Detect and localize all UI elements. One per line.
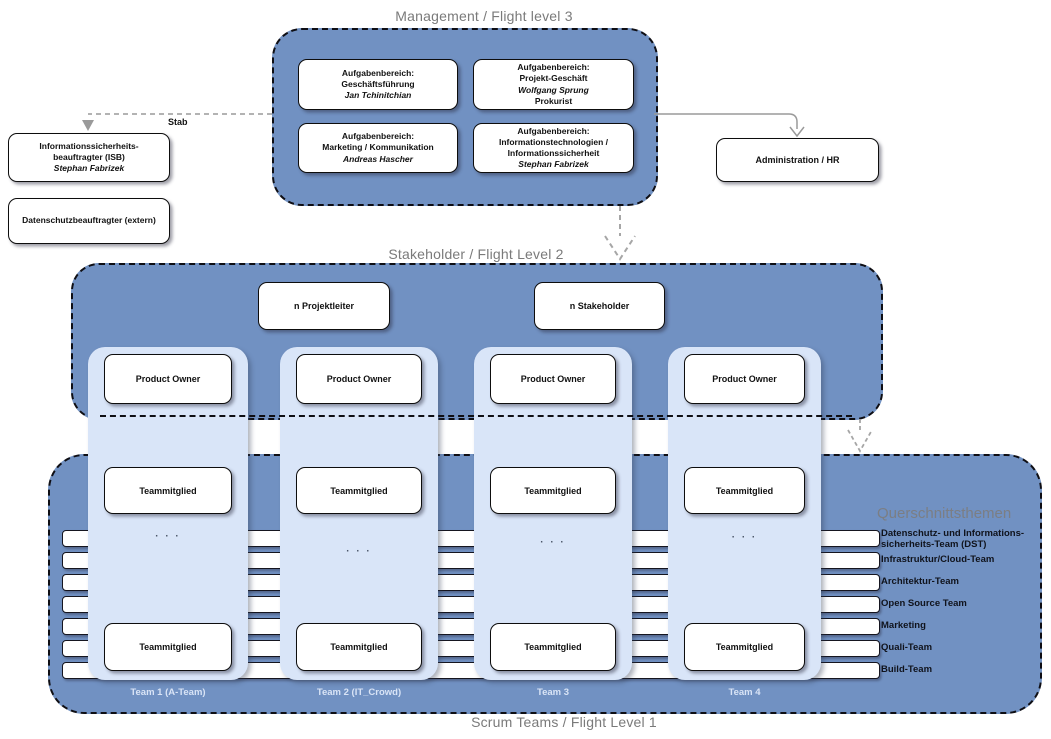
stakeholder-bottom-border	[100, 415, 852, 417]
teammitglied-box: Teammitglied	[296, 623, 422, 671]
cross-team-label-infrastruktur: Infrastruktur/Cloud-Team	[881, 554, 995, 565]
cross-team-label-dst: Datenschutz- und Informations- sicherhei…	[881, 528, 1025, 550]
teammitglied-box: Teammitglied	[684, 623, 805, 671]
management-card-projekt: Aufgabenbereich: Projekt-Geschäft Wolfga…	[473, 59, 634, 110]
isb-box: Informationssicherheits- beauftragter (I…	[8, 133, 170, 182]
admin-arrowhead-icon	[789, 126, 805, 138]
product-owner-label: Product Owner	[520, 374, 586, 384]
teammitglied-box: Teammitglied	[104, 467, 232, 514]
product-owner-box: Product Owner	[684, 354, 805, 404]
administration-hr-label: Administration / HR	[755, 155, 840, 165]
management-card-marketing: Aufgabenbereich: Marketing / Kommunikati…	[298, 123, 458, 173]
management-card-it: Aufgabenbereich: Informationstechnologie…	[473, 123, 634, 173]
administration-hr-box: Administration / HR	[716, 138, 879, 182]
team-column-3: Product Owner Teammitglied · · · Teammit…	[474, 347, 632, 680]
card-role: Aufgabenbereich: Projekt-Geschäft	[517, 62, 590, 84]
card-person: Andreas Hascher	[343, 153, 413, 164]
more-members-dots: · · ·	[731, 532, 758, 543]
teammitglied-label: Teammitglied	[524, 485, 582, 496]
projektleiter-label: n Projektleiter	[293, 301, 355, 311]
card-role: Aufgabenbereich: Informationstechnologie…	[498, 125, 609, 158]
teammitglied-box: Teammitglied	[104, 623, 232, 671]
teammitglied-label: Teammitglied	[330, 642, 388, 652]
product-owner-box: Product Owner	[296, 354, 422, 404]
team-3-label: Team 3	[536, 687, 570, 698]
team-2-label: Team 2 (IT_Crowd)	[316, 687, 402, 698]
isb-role: Informationssicherheits- beauftragter (I…	[39, 140, 139, 162]
product-owner-box: Product Owner	[104, 354, 232, 404]
cross-team-label-architektur: Architektur-Team	[881, 576, 959, 587]
more-members-dots: · · ·	[155, 531, 181, 542]
product-owner-label: Product Owner	[326, 374, 392, 384]
teammitglied-box: Teammitglied	[490, 623, 616, 671]
team-column-4: Product Owner Teammitglied · · · Teammit…	[668, 347, 821, 680]
stakeholder-label: n Stakeholder	[569, 301, 630, 311]
teammitglied-label: Teammitglied	[139, 485, 197, 496]
teammitglied-label: Teammitglied	[715, 485, 774, 496]
stab-label: Stab	[168, 117, 188, 127]
product-owner-label: Product Owner	[135, 374, 201, 384]
teammitglied-box: Teammitglied	[296, 467, 422, 514]
teammitglied-label: Teammitglied	[524, 642, 582, 652]
card-person: Stephan Fabrizek	[518, 159, 589, 170]
more-members-dots: · · ·	[540, 537, 566, 548]
datenschutz-box: Datenschutzbeauftragter (extern)	[8, 198, 170, 244]
cross-team-label-build: Build-Team	[881, 664, 933, 675]
team-column-1: Product Owner Teammitglied · · · Teammit…	[88, 347, 248, 680]
projektleiter-box: n Projektleiter	[258, 282, 390, 330]
cross-team-label-marketing: Marketing	[881, 620, 926, 631]
datenschutz-label: Datenschutzbeauftragter (extern)	[22, 215, 156, 226]
card-person: Jan Tchinitchian	[344, 90, 412, 101]
more-members-dots: · · ·	[346, 546, 372, 557]
cross-team-label-quali: Quali-Team	[881, 642, 933, 653]
management-card-geschaeftsfuehrung: Aufgabenbereich: Geschäftsführung Jan Tc…	[298, 59, 458, 110]
admin-connector-line	[654, 113, 798, 129]
querschnittsthemen-title: Querschnittsthemen	[877, 505, 1012, 522]
stakeholder-box: n Stakeholder	[534, 282, 665, 330]
card-role: Aufgabenbereich: Geschäftsführung	[341, 67, 415, 89]
stakeholder-to-scrum-arrowhead-icon	[847, 429, 873, 453]
scrum-level-title: Scrum Teams / Flight Level 1	[471, 714, 657, 730]
management-level-title: Management / Flight level 3	[395, 8, 573, 24]
card-person: Wolfgang Sprung	[518, 84, 589, 95]
teammitglied-box: Teammitglied	[684, 467, 805, 514]
stakeholder-level-title: Stakeholder / Flight Level 2	[388, 246, 564, 262]
stab-arrowhead-icon	[82, 120, 94, 131]
card-role: Aufgabenbereich: Marketing / Kommunikati…	[322, 131, 434, 153]
team-column-2: Product Owner Teammitglied · · · Teammit…	[280, 347, 438, 680]
team-4-label: Team 4	[728, 687, 761, 698]
teammitglied-box: Teammitglied	[490, 467, 616, 514]
teammitglied-label: Teammitglied	[139, 642, 197, 652]
cross-team-label-opensource: Open Source Team	[881, 598, 967, 609]
card-extra: Prokurist	[534, 95, 573, 106]
teammitglied-label: Teammitglied	[330, 485, 388, 496]
management-container	[272, 28, 658, 206]
product-owner-label: Product Owner	[712, 374, 777, 384]
team-1-label: Team 1 (A-Team)	[130, 687, 206, 698]
product-owner-box: Product Owner	[490, 354, 616, 404]
teammitglied-label: Teammitglied	[715, 642, 774, 652]
isb-person: Stephan Fabrizek	[53, 163, 125, 174]
